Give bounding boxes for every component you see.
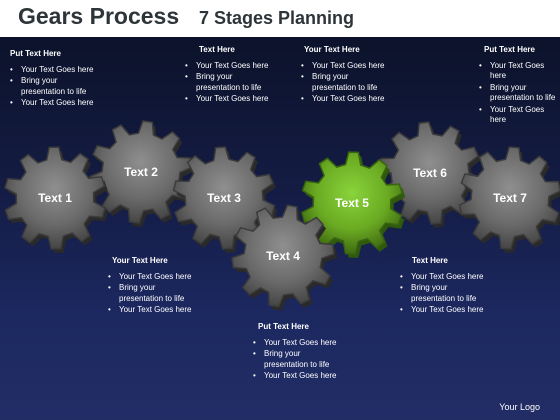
note-6-bullet-1: Your Text Goes here — [253, 338, 338, 349]
note-2-heading: Text Here — [199, 45, 235, 54]
gear-6: Text 6 — [378, 121, 484, 228]
note-2-list: Your Text Goes here Bring your presentat… — [185, 61, 270, 105]
slide-subtitle: 7 Stages Planning — [199, 8, 355, 28]
note-7-bullet-3: Your Text Goes here — [400, 305, 485, 316]
gear-1: Text 1 — [4, 146, 108, 253]
gear-4-label: Text 4 — [266, 249, 300, 263]
gear-3-label: Text 3 — [207, 191, 241, 205]
note-6-bullet-2: Bring your presentation to life — [253, 349, 338, 370]
note-7-heading: Text Here — [412, 256, 448, 265]
note-7-bullet-2: Bring your presentation to life — [400, 283, 485, 304]
gear-4-shape — [231, 204, 335, 308]
gear-3: Text 3 — [172, 146, 278, 253]
note-4-heading: Put Text Here — [484, 45, 535, 54]
note-3-bullet-2: Bring your presentation to life — [301, 72, 387, 93]
note-6-bullet-3: Your Text Goes here — [253, 371, 338, 382]
slide-title: Gears Process — [18, 3, 180, 29]
note-4: Put Text Here Your Text Goes here Bring … — [479, 45, 559, 127]
note-5-bullet-2: Bring your presentation to life — [108, 283, 193, 304]
gear-6-label: Text 6 — [413, 166, 447, 180]
note-1-heading: Put Text Here — [10, 49, 61, 58]
gear-5-label: Text 5 — [335, 196, 369, 210]
note-4-bullet-3: Your Text Goes here — [479, 105, 559, 126]
note-5: Your Text Here Your Text Goes here Bring… — [108, 256, 193, 317]
note-1-list: Your Text Goes here Bring your presentat… — [10, 65, 98, 109]
note-1: Put Text Here Your Text Goes here Bring … — [10, 49, 98, 110]
note-3-heading: Your Text Here — [304, 45, 360, 54]
note-6: Put Text Here Your Text Goes here Bring … — [253, 322, 338, 383]
logo-text: Your Logo — [499, 402, 540, 412]
gear-4: Text 4 — [231, 204, 337, 311]
note-2-bullet-3: Your Text Goes here — [185, 94, 270, 105]
gear-2-label: Text 2 — [124, 165, 158, 179]
gear-5-shape — [301, 151, 403, 255]
note-5-bullet-3: Your Text Goes here — [108, 305, 193, 316]
note-5-bullet-1: Your Text Goes here — [108, 272, 193, 283]
gear-6-shape — [378, 121, 482, 225]
gear-5: Text 5 — [301, 151, 406, 258]
note-5-heading: Your Text Here — [112, 256, 168, 265]
note-6-heading: Put Text Here — [258, 322, 309, 331]
gear-7-label: Text 7 — [493, 191, 527, 205]
note-2: Text Here Your Text Goes here Bring your… — [185, 45, 270, 106]
note-5-list: Your Text Goes here Bring your presentat… — [108, 272, 193, 316]
gear-1-shape — [4, 146, 106, 250]
note-4-bullet-2: Bring your presentation to life — [479, 83, 559, 104]
gear-2: Text 2 — [89, 120, 195, 227]
note-2-bullet-2: Bring your presentation to life — [185, 72, 270, 93]
note-7-bullet-1: Your Text Goes here — [400, 272, 485, 283]
note-3-bullet-3: Your Text Goes here — [301, 94, 387, 105]
note-3-list: Your Text Goes here Bring your presentat… — [301, 61, 387, 105]
gear-1-label: Text 1 — [38, 191, 72, 205]
gear-7: Text 7 — [458, 146, 560, 253]
note-1-bullet-2: Bring your presentation to life — [10, 76, 98, 97]
note-6-list: Your Text Goes here Bring your presentat… — [253, 338, 338, 382]
note-3: Your Text Here Your Text Goes here Bring… — [301, 45, 387, 106]
title-bar: Gears Process 7 Stages Planning — [0, 0, 560, 37]
note-1-bullet-3: Your Text Goes here — [10, 98, 98, 109]
note-4-list: Your Text Goes here Bring your presentat… — [479, 61, 559, 126]
note-2-bullet-1: Your Text Goes here — [185, 61, 270, 72]
note-1-bullet-1: Your Text Goes here — [10, 65, 98, 76]
gear-7-shape — [458, 146, 560, 250]
note-4-bullet-1: Your Text Goes here — [479, 61, 559, 82]
note-3-bullet-1: Your Text Goes here — [301, 61, 387, 72]
note-7-list: Your Text Goes here Bring your presentat… — [400, 272, 485, 316]
note-7: Text Here Your Text Goes here Bring your… — [400, 256, 485, 317]
